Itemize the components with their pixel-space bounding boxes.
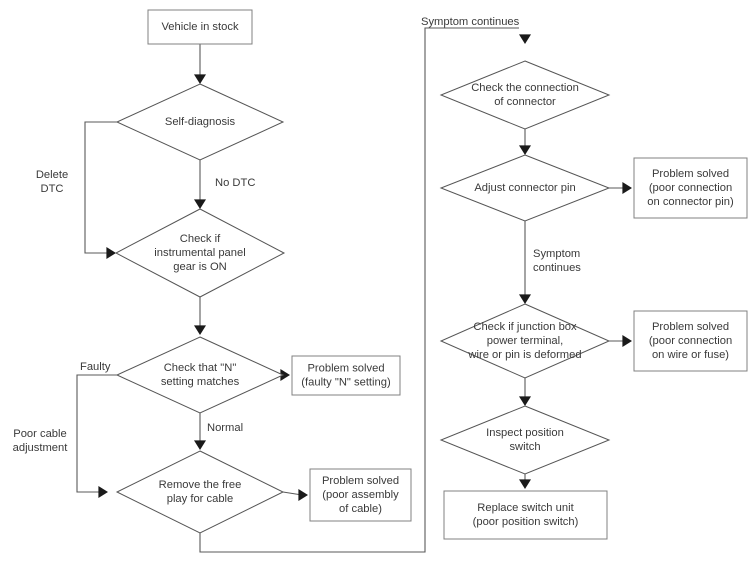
node-adjust-connector-pin-shape <box>439 154 611 222</box>
edge-n-setting-normal-to-remove-free-play-arrowhead-icon <box>194 440 206 450</box>
edge-n-setting-poor-cable-loop-line <box>76 374 117 493</box>
edge-adjust-pin-symptom-continues <box>519 221 531 304</box>
edge-label-no-dtc: No DTC <box>215 177 255 189</box>
edge-junction-box-to-problem-solved <box>609 335 632 347</box>
node-check-n-setting-matches-shape <box>115 336 285 414</box>
edge-vehicle-to-self-diagnosis <box>194 44 206 84</box>
node-problem-solved-faulty-n-setting-label: Problem solved(faulty "N" setting) <box>301 362 391 388</box>
node-check-n-setting-matches[interactable]: Check that "N"setting matches <box>115 336 285 414</box>
node-problem-solved-poor-connection-wire-or-fuse-shape <box>633 310 748 372</box>
edge-adjust-pin-to-problem-solved <box>609 182 632 194</box>
node-check-connection-of-connector-shape <box>439 60 611 130</box>
edge-inspect-switch-to-replace-unit-arrowhead-icon <box>519 479 531 489</box>
edge-remove-free-play-symptom-continues <box>199 27 531 553</box>
node-vehicle-in-stock-label: Vehicle in stock <box>161 21 239 33</box>
edge-adjust-pin-to-problem-solved-arrowhead-icon <box>622 182 632 194</box>
edge-n-setting-normal-to-remove-free-play <box>194 413 206 450</box>
node-remove-free-play-for-cable-shape <box>115 450 285 534</box>
node-self-diagnosis[interactable]: Self-diagnosis <box>115 83 285 161</box>
node-vehicle-in-stock[interactable]: Vehicle in stock <box>147 9 253 45</box>
node-check-junction-box-power-terminal-shape <box>439 303 611 379</box>
node-inspect-position-switch-shape <box>439 405 611 475</box>
edge-self-diagnosis-delete-dtc-loop <box>84 121 117 259</box>
edge-n-setting-poor-cable-loop <box>76 374 117 498</box>
edge-self-diagnosis-delete-dtc-loop-arrowhead-icon <box>106 247 116 259</box>
node-vehicle-in-stock-shape <box>147 9 253 45</box>
edge-instrument-panel-to-n-setting <box>194 297 206 335</box>
edge-junction-box-to-inspect-switch <box>519 378 531 406</box>
edge-adjust-pin-symptom-continues-arrowhead-icon <box>519 294 531 304</box>
node-problem-solved-faulty-n-setting-shape <box>291 355 401 396</box>
edge-self-diagnosis-no-dtc <box>194 160 206 209</box>
node-self-diagnosis-label: Self-diagnosis <box>165 116 236 128</box>
node-problem-solved-faulty-n-setting[interactable]: Problem solved(faulty "N" setting) <box>291 355 401 396</box>
edge-connector-check-to-adjust-pin-arrowhead-icon <box>519 145 531 155</box>
edge-self-diagnosis-delete-dtc-loop-line <box>84 121 117 254</box>
edge-remove-free-play-symptom-continues-line <box>199 27 519 553</box>
edge-label-normal: Normal <box>207 422 243 434</box>
node-adjust-connector-pin-label: Adjust connector pin <box>474 182 575 194</box>
edge-layer <box>76 27 632 553</box>
edge-vehicle-to-self-diagnosis-arrowhead-icon <box>194 74 206 84</box>
node-check-instrumental-panel-gear-shape <box>114 208 286 298</box>
node-replace-switch-unit-shape <box>443 490 608 540</box>
node-problem-solved-poor-assembly-of-cable-shape <box>309 468 412 522</box>
edge-remove-free-play-to-problem-solved <box>282 489 308 501</box>
edge-label-symptom-continues-top: Symptom continues <box>421 16 520 28</box>
edge-n-setting-to-problem-solved-arrowhead-icon <box>280 369 290 381</box>
node-self-diagnosis-shape <box>115 83 285 161</box>
edge-inspect-switch-to-replace-unit <box>519 474 531 489</box>
edge-remove-free-play-to-problem-solved-arrowhead-icon <box>298 489 308 501</box>
edge-connector-check-to-adjust-pin <box>519 129 531 155</box>
edge-self-diagnosis-no-dtc-arrowhead-icon <box>194 199 206 209</box>
node-replace-switch-unit[interactable]: Replace switch unit(poor position switch… <box>443 490 608 540</box>
edge-n-setting-poor-cable-loop-arrowhead-icon <box>98 486 108 498</box>
edge-remove-free-play-symptom-continues-arrowhead-icon <box>519 34 531 44</box>
edge-instrument-panel-to-n-setting-arrowhead-icon <box>194 325 206 335</box>
edge-junction-box-to-problem-solved-arrowhead-icon <box>622 335 632 347</box>
node-check-n-setting-matches-label: Check that "N"setting matches <box>161 362 240 388</box>
node-problem-solved-poor-connection-connector-pin-shape <box>633 157 748 219</box>
edge-label-faulty: Faulty <box>80 361 111 373</box>
edge-junction-box-to-inspect-switch-arrowhead-icon <box>519 396 531 406</box>
node-replace-switch-unit-label: Replace switch unit(poor position switch… <box>473 502 579 528</box>
node-adjust-connector-pin[interactable]: Adjust connector pin <box>439 154 611 222</box>
